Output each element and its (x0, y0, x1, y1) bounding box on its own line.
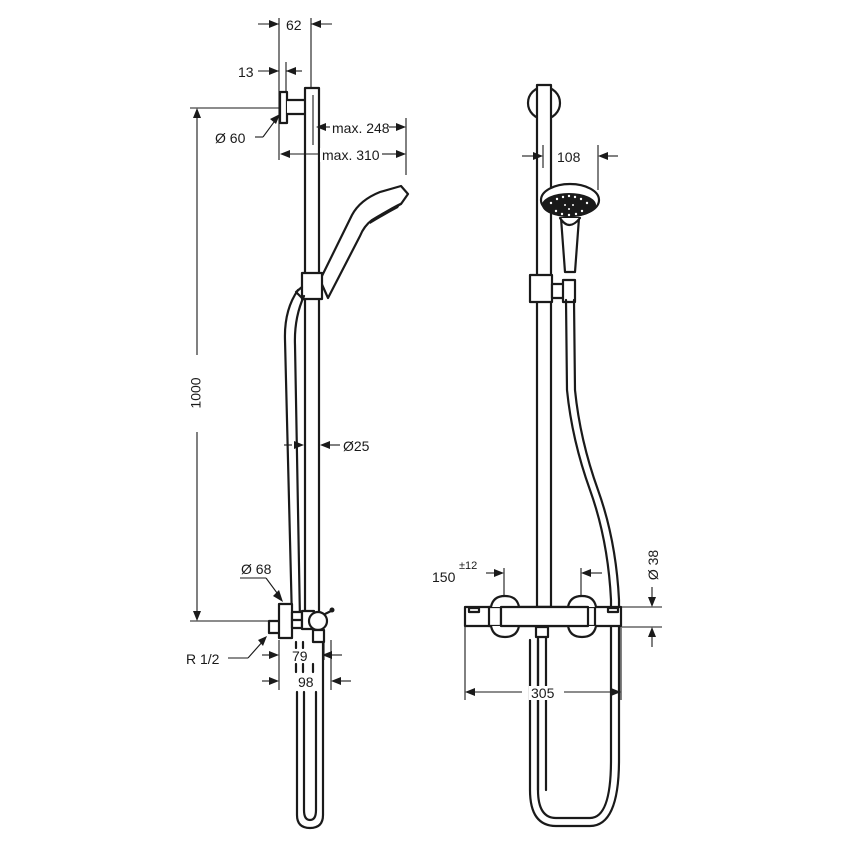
dim-wall-plate-diameter: Ø 60 (215, 130, 246, 146)
dim-thermostat-diameter: Ø 38 (645, 549, 662, 581)
dim-center-distance: 150 (432, 569, 456, 585)
dim-rail-offset: 62 (286, 17, 302, 33)
dim-handshower-width: 108 (557, 149, 581, 165)
dim-thermostat-width: 305 (529, 685, 557, 701)
dim-center-tolerance: ±12 (459, 560, 478, 572)
dim-height-1000: 1000 (187, 377, 204, 409)
dim-rail-diameter: Ø25 (343, 438, 370, 454)
dim-depth-98: 98 (296, 674, 316, 690)
dim-max-310: max. 310 (320, 147, 382, 163)
dim-max-248: max. 248 (332, 120, 390, 136)
side-view (190, 18, 410, 830)
dim-bracket-plate: 13 (238, 64, 254, 80)
dim-connector-diameter: Ø 68 (241, 561, 272, 577)
front-view (463, 83, 662, 828)
dim-depth-79: 79 (290, 648, 310, 664)
dim-thread: R 1/2 (186, 651, 220, 667)
